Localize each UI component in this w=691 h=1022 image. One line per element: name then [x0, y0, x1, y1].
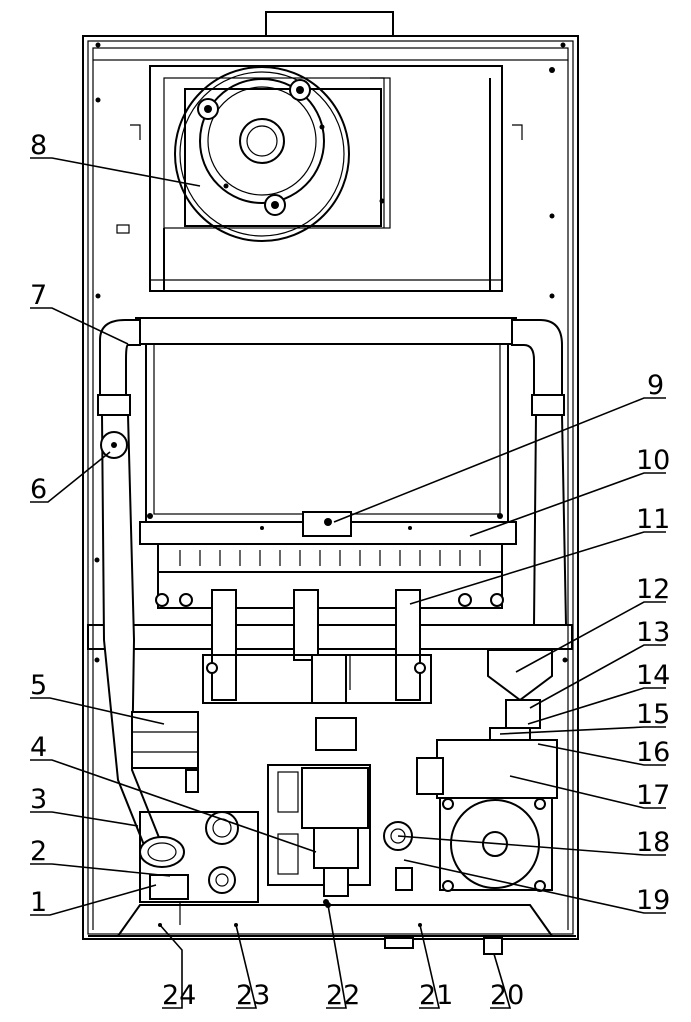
- callout-13: 13: [636, 617, 670, 648]
- callout-15: 15: [636, 699, 670, 730]
- callout-12: 12: [636, 574, 670, 605]
- left-valve-block: [139, 811, 259, 925]
- callout-9: 9: [647, 370, 664, 401]
- callout-22: 22: [326, 980, 360, 1011]
- callout-7: 7: [30, 280, 47, 311]
- component-5: [131, 711, 199, 793]
- callout-4: 4: [30, 732, 47, 763]
- callout-3: 3: [30, 784, 47, 815]
- callout-1: 1: [30, 887, 47, 918]
- callout-14: 14: [636, 660, 670, 691]
- callout-2: 2: [30, 836, 47, 867]
- callout-11: 11: [636, 504, 670, 535]
- callout-leaders: [30, 157, 666, 1009]
- left-flow-pipe: [97, 319, 185, 868]
- callout-16: 16: [636, 737, 670, 768]
- callout-5: 5: [30, 670, 47, 701]
- callout-18: 18: [636, 827, 670, 858]
- callout-20: 20: [490, 980, 524, 1011]
- combustion-chamber: [135, 317, 517, 609]
- callout-17: 17: [636, 780, 670, 811]
- gas-valve: [267, 717, 371, 905]
- callout-19: 19: [636, 885, 670, 916]
- callout-23: 23: [236, 980, 270, 1011]
- callout-6: 6: [30, 474, 47, 505]
- flue-spigot: [265, 11, 394, 37]
- fan-assembly: [149, 65, 503, 292]
- callout-21: 21: [419, 980, 453, 1011]
- callout-8: 8: [30, 130, 47, 161]
- callout-10: 10: [636, 445, 670, 476]
- right-return-pipe: [511, 319, 568, 626]
- callout-24: 24: [162, 980, 196, 1011]
- burner-manifold: [87, 589, 573, 704]
